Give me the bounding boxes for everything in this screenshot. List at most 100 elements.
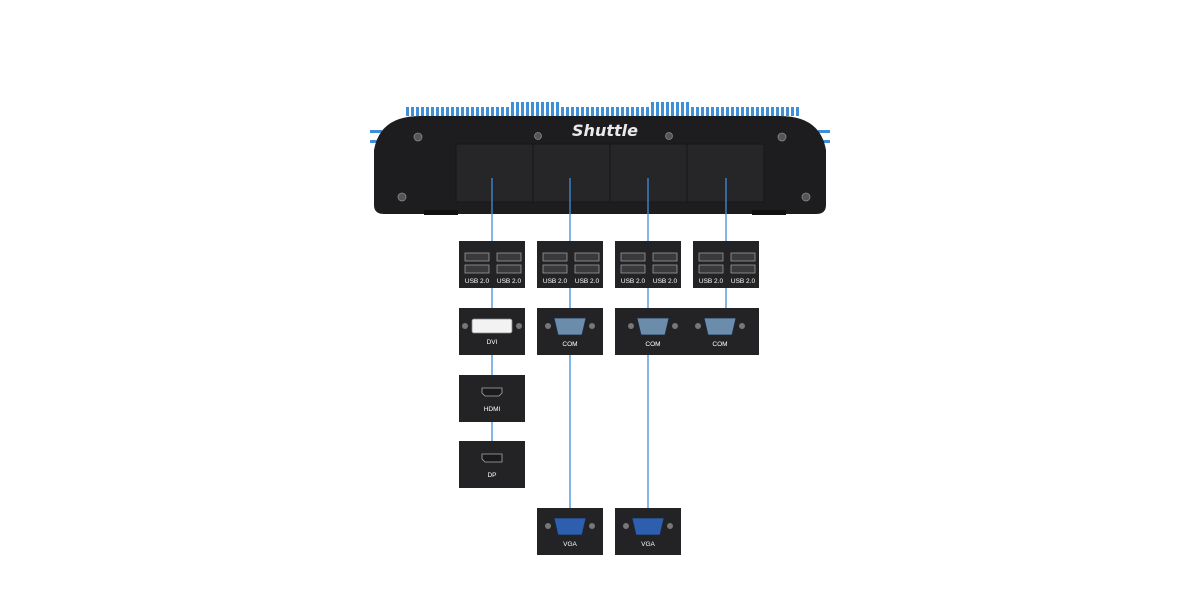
fin [641, 107, 644, 116]
com-connector-icon [703, 317, 737, 336]
module-plate [693, 241, 759, 288]
fin [626, 107, 629, 116]
fin [661, 102, 664, 116]
vga-label: VGA [641, 541, 655, 548]
usb-label: USB 2.0 [465, 278, 490, 285]
fin [406, 107, 409, 116]
module-plate [459, 441, 525, 488]
fin [586, 107, 589, 116]
fin [531, 102, 534, 116]
usb-label: USB 2.0 [699, 278, 724, 285]
com-label: COM [562, 341, 577, 348]
vga-connector-icon [631, 517, 665, 536]
usb-label: USB 2.0 [653, 278, 678, 285]
fin [621, 107, 624, 116]
usb-label: USB 2.0 [575, 278, 600, 285]
screw-icon [413, 132, 423, 142]
usb-port-icon [542, 252, 568, 262]
com-label: COM [712, 341, 727, 348]
screw-icon [397, 192, 407, 202]
screw-icon [665, 132, 673, 140]
screw-icon [534, 132, 542, 140]
fin [691, 107, 694, 116]
module-plate [537, 241, 603, 288]
fin [511, 102, 514, 116]
fin [456, 107, 459, 116]
fin [521, 102, 524, 116]
module-plate [459, 241, 525, 288]
usb-label: USB 2.0 [731, 278, 756, 285]
fin [711, 107, 714, 116]
com-module: COM [695, 317, 745, 348]
fin [591, 107, 594, 116]
fin [516, 102, 519, 116]
fin [751, 107, 754, 116]
fin [491, 107, 494, 116]
fin [681, 102, 684, 116]
screw-icon [545, 523, 551, 529]
screw-icon [589, 323, 595, 329]
usb-port-icon [464, 252, 490, 262]
screw-icon [589, 523, 595, 529]
displayport-connector-icon [481, 453, 503, 463]
fin [818, 130, 830, 133]
dvi-connector-icon [471, 318, 513, 334]
fin [501, 107, 504, 116]
com-connector-icon [636, 317, 670, 336]
fin [596, 107, 599, 116]
usb-port-icon [698, 264, 724, 274]
com-module: COM [615, 308, 759, 355]
fin [566, 107, 569, 116]
fin [436, 107, 439, 116]
vga-module: VGA [615, 508, 681, 555]
fin [716, 107, 719, 116]
fin [781, 107, 784, 116]
usb-port-icon [698, 252, 724, 262]
fin [461, 107, 464, 116]
fin [636, 107, 639, 116]
fin [551, 102, 554, 116]
fin [541, 102, 544, 116]
screw-icon [801, 192, 811, 202]
fin [656, 102, 659, 116]
fin [676, 102, 679, 116]
usb-label: USB 2.0 [543, 278, 568, 285]
fin [421, 107, 424, 116]
fin [446, 107, 449, 116]
fin [411, 107, 414, 116]
fin [706, 107, 709, 116]
hdmi-label: HDMI [484, 406, 501, 413]
dp-label: DP [487, 472, 496, 479]
fin [771, 107, 774, 116]
fin [506, 107, 509, 116]
module-plate [459, 375, 525, 422]
fin [606, 107, 609, 116]
screw-icon [739, 323, 745, 329]
screw-icon [623, 523, 629, 529]
fin [571, 107, 574, 116]
usb-module: USB 2.0 USB 2.0 [693, 241, 759, 288]
screw-icon [667, 523, 673, 529]
fin [370, 130, 382, 133]
screw-icon [545, 323, 551, 329]
fin [796, 107, 799, 116]
chassis: Shuttle [374, 116, 826, 215]
usb-module: USB 2.0 USB 2.0 [537, 241, 603, 288]
fin [616, 107, 619, 116]
screw-icon [628, 323, 634, 329]
usb-label: USB 2.0 [621, 278, 646, 285]
fin [556, 102, 559, 116]
dvi-module: DVI [459, 308, 525, 355]
dvi-label: DVI [487, 339, 498, 346]
fin [611, 107, 614, 116]
fin [818, 140, 830, 143]
fin [766, 107, 769, 116]
screw-icons [397, 132, 811, 202]
fin [526, 102, 529, 116]
fin [776, 107, 779, 116]
fin [370, 140, 382, 143]
fin [731, 107, 734, 116]
